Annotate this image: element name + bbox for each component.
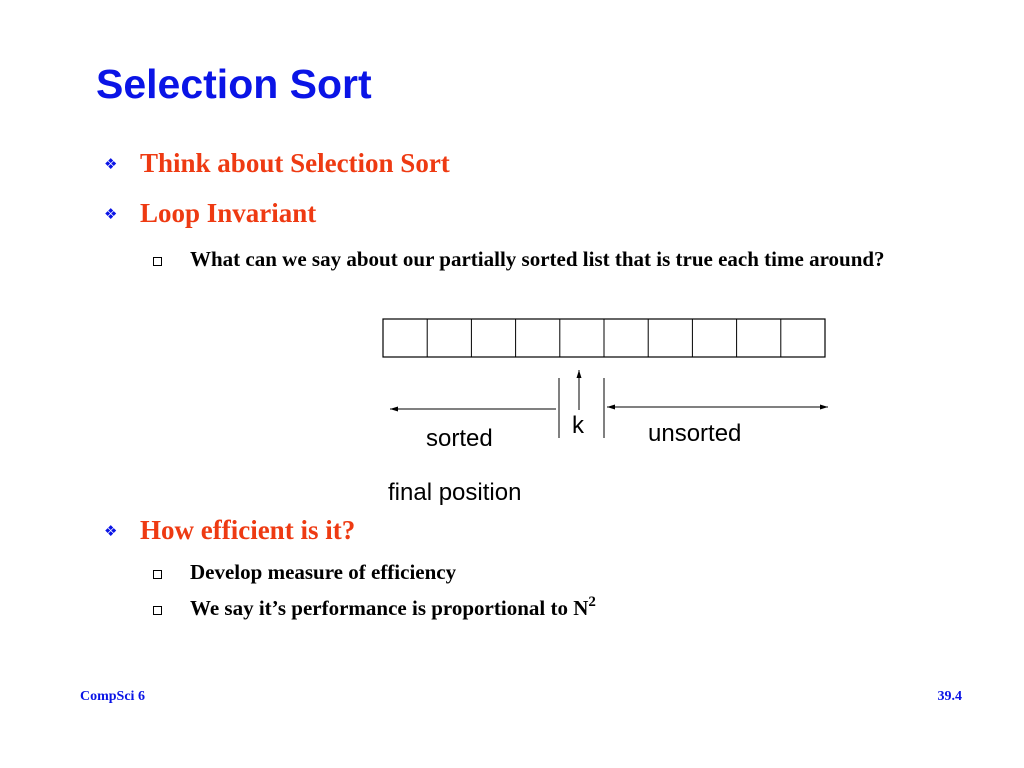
label-k: k [572, 412, 585, 439]
diamond-bullet-icon: ❖ [104, 155, 118, 173]
bullet-think-about: ❖ Think about Selection Sort [104, 148, 450, 179]
diamond-bullet-icon: ❖ [104, 522, 118, 540]
k-arrow-head [576, 370, 582, 378]
sub-bullet-partially-sorted: What can we say about our partially sort… [153, 244, 943, 275]
sorted-arrow-head [390, 406, 398, 412]
label-final-position: final position [388, 479, 521, 506]
bullet-text: Think about Selection Sort [140, 148, 450, 178]
exponent: 2 [588, 594, 596, 610]
sub-bullet-develop-measure: Develop measure of efficiency [153, 557, 943, 588]
unsorted-arrow-left-head [607, 404, 615, 410]
sub-bullet-text: Develop measure of efficiency [190, 560, 457, 584]
diamond-bullet-icon: ❖ [104, 205, 118, 223]
square-bullet-icon [153, 257, 162, 266]
array-cells [426, 319, 782, 357]
unsorted-arrow-right-head [820, 404, 828, 410]
footer-course: CompSci 6 [80, 689, 145, 704]
label-unsorted: unsorted [648, 420, 741, 447]
slide-title: Selection Sort [96, 61, 372, 107]
label-sorted: sorted [426, 425, 493, 452]
square-bullet-icon [153, 606, 162, 615]
sub-bullet-text: What can we say about our partially sort… [190, 247, 885, 271]
bullet-how-efficient: ❖ How efficient is it? [104, 515, 355, 546]
footer-page-number: 39.4 [937, 689, 963, 704]
sub-bullet-text-wrap: We say it’s performance is proportional … [190, 593, 596, 624]
bullet-text: How efficient is it? [140, 515, 356, 545]
square-bullet-icon [153, 570, 162, 579]
bullet-loop-invariant: ❖ Loop Invariant [104, 198, 316, 229]
sub-bullet-text: We say it’s performance is proportional … [190, 596, 589, 620]
sub-bullet-proportional: We say it’s performance is proportional … [153, 593, 943, 624]
bullet-text: Loop Invariant [140, 198, 317, 228]
loop-invariant-diagram: sorted k unsorted final position [382, 318, 828, 506]
